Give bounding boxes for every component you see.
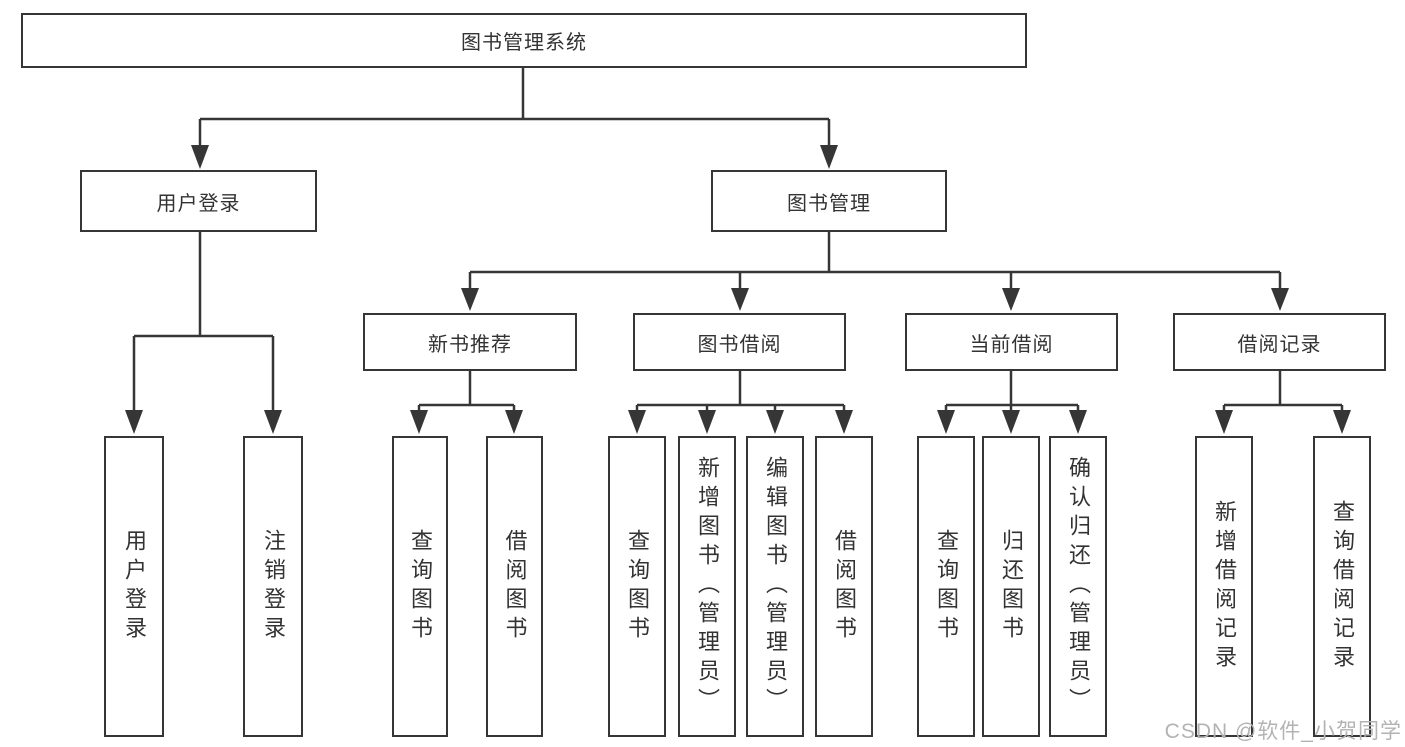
node-leaf-query-book-current: 查询图书: [917, 436, 975, 737]
arrowheads: [125, 145, 1351, 434]
node-label: 查询图书: [625, 528, 650, 645]
node-label: 图书管理: [787, 192, 871, 215]
node-book-management: 图书管理: [711, 170, 947, 232]
watermark: CSDN @软件_小贺同学: [1164, 720, 1402, 743]
node-label: 新书推荐: [428, 333, 512, 356]
node-label: 用户登录: [156, 192, 241, 215]
node-leaf-user-login: 用户登录: [104, 436, 164, 737]
node-leaf-add-book-admin: 新增图书（管理员）: [678, 436, 736, 737]
node-label: 查询借阅记录: [1330, 499, 1355, 674]
node-label: 图书管理系统: [461, 32, 587, 54]
node-label: 当前借阅: [969, 333, 1054, 356]
node-label: 新增借阅记录: [1212, 499, 1237, 674]
node-label: 确认归还（管理员）: [1066, 456, 1091, 717]
node-leaf-edit-book-admin: 编辑图书（管理员）: [746, 436, 804, 737]
node-new-book-recommendation: 新书推荐: [363, 313, 577, 371]
node-label: 查询图书: [934, 528, 959, 645]
node-label: 借阅图书: [832, 528, 857, 645]
node-book-borrowing: 图书借阅: [633, 313, 846, 371]
node-leaf-logout: 注销登录: [243, 436, 303, 737]
node-label: 用户登录: [122, 528, 147, 645]
node-library-management-system: 图书管理系统: [21, 13, 1027, 68]
node-label: 查询图书: [408, 528, 433, 645]
node-leaf-query-book-newbook: 查询图书: [392, 436, 448, 737]
node-leaf-confirm-return-admin: 确认归还（管理员）: [1049, 436, 1107, 737]
node-leaf-borrow-book-borrowing: 借阅图书: [815, 436, 873, 737]
node-label: 注销登录: [261, 528, 286, 645]
node-leaf-query-book-borrowing: 查询图书: [608, 436, 666, 737]
node-leaf-query-borrow-record: 查询借阅记录: [1313, 436, 1371, 737]
node-leaf-return-book: 归还图书: [982, 436, 1040, 737]
node-current-borrowing: 当前借阅: [905, 313, 1118, 371]
node-leaf-borrow-book-newbook: 借阅图书: [486, 436, 543, 737]
node-user-login: 用户登录: [80, 170, 317, 232]
node-label: 借阅图书: [502, 528, 528, 645]
node-label: 编辑图书（管理员）: [763, 456, 788, 717]
node-label: 借阅记录: [1237, 333, 1322, 356]
node-label: 归还图书: [999, 528, 1024, 645]
node-label: 新增图书（管理员）: [695, 456, 720, 717]
node-borrowing-records: 借阅记录: [1173, 313, 1386, 371]
node-leaf-add-borrow-record: 新增借阅记录: [1195, 436, 1253, 737]
node-label: 图书借阅: [697, 333, 782, 356]
